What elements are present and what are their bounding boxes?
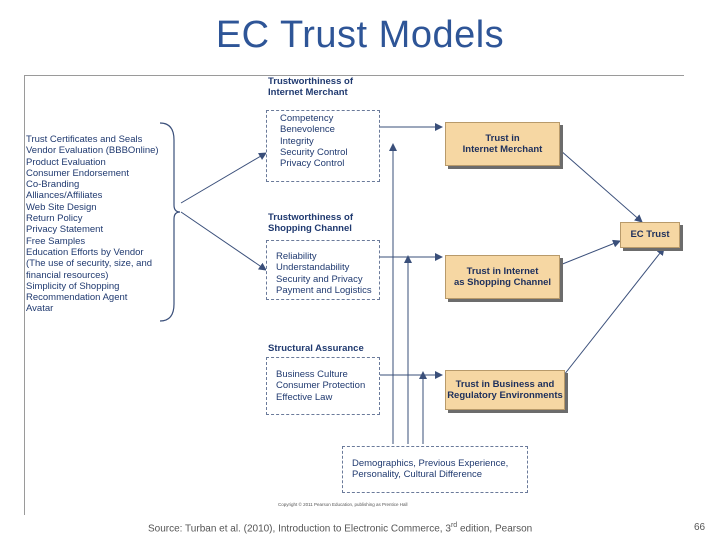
- factor-item: Privacy Control: [280, 158, 345, 170]
- factor-item: Effective Law: [276, 391, 333, 403]
- frame-left-border: [24, 75, 25, 515]
- card-trust-channel: Trust in Internet as Shopping Channel: [445, 255, 560, 299]
- card-trust-merchant: Trust in Internet Merchant: [445, 122, 560, 166]
- heading-channel: Trustworthiness of Shopping Channel: [268, 212, 353, 234]
- factor-item: Competency: [280, 113, 334, 124]
- antecedent-item: Simplicity of Shopping: [26, 280, 120, 292]
- factor-item: Integrity: [280, 135, 314, 147]
- antecedent-item: Web Site Design: [26, 201, 97, 213]
- card-ec-trust: EC Trust: [620, 222, 680, 248]
- antecedent-item: Vendor Evaluation (BBBOnline): [26, 145, 159, 157]
- slide-title: EC Trust Models: [215, 14, 505, 56]
- factor-item: Payment and Logistics: [276, 284, 372, 296]
- arrow-merchant-to-ectrust: [559, 149, 643, 223]
- page-number: 66: [694, 522, 706, 533]
- frame-top-border: [24, 75, 684, 76]
- arrow-brace-to-merchant: [180, 152, 267, 204]
- heading-merchant: Trustworthiness of Internet Merchant: [268, 76, 353, 98]
- arrow-structural-to-ectrust: [559, 247, 665, 381]
- moderator-text: Demographics, Previous Experience, Perso…: [352, 458, 509, 481]
- antecedent-item: financial resources): [26, 269, 109, 281]
- channel-factors-box: [266, 240, 380, 300]
- merchant-factors-box: [266, 110, 380, 182]
- factor-item: Understandability: [276, 262, 350, 274]
- antecedent-item: Avatar: [26, 303, 54, 315]
- antecedent-item: Consumer Endorsement: [26, 167, 129, 179]
- heading-structural: Structural Assurance: [268, 343, 364, 354]
- antecedent-item: Recommendation Agent: [26, 292, 128, 304]
- antecedent-item: Trust Certificates and Seals: [26, 134, 143, 145]
- factor-item: Benevolence: [280, 124, 335, 136]
- copyright-note: Copyright © 2011 Pearson Education, publ…: [278, 502, 408, 507]
- antecedent-item: Return Policy: [26, 213, 83, 225]
- factor-item: Security Control: [280, 146, 348, 158]
- antecedent-item: Education Efforts by Vendor: [26, 246, 144, 258]
- structural-factors-box: [266, 357, 380, 415]
- antecedent-item: Product Evaluation: [26, 156, 106, 168]
- source-footer: Source: Turban et al. (2010), Introducti…: [148, 522, 533, 535]
- arrow-channel-to-ectrust: [559, 239, 621, 266]
- card-trust-regulatory: Trust in Business and Regulatory Environ…: [445, 370, 565, 410]
- antecedent-brace: [159, 122, 181, 322]
- antecedent-item: Free Samples: [26, 235, 86, 247]
- moderator-box: [342, 446, 528, 493]
- factor-item: Consumer Protection: [276, 380, 366, 392]
- factor-item: Security and Privacy: [276, 273, 363, 285]
- antecedent-item: Alliances/Affiliates: [26, 190, 103, 202]
- factor-item: Reliability: [276, 251, 317, 262]
- factor-item: Business Culture: [276, 369, 348, 380]
- arrow-brace-to-channel: [180, 211, 267, 271]
- antecedent-item: Privacy Statement: [26, 224, 104, 236]
- antecedent-item: (The use of security, size, and: [26, 258, 153, 270]
- antecedent-item: Co-Branding: [26, 179, 80, 191]
